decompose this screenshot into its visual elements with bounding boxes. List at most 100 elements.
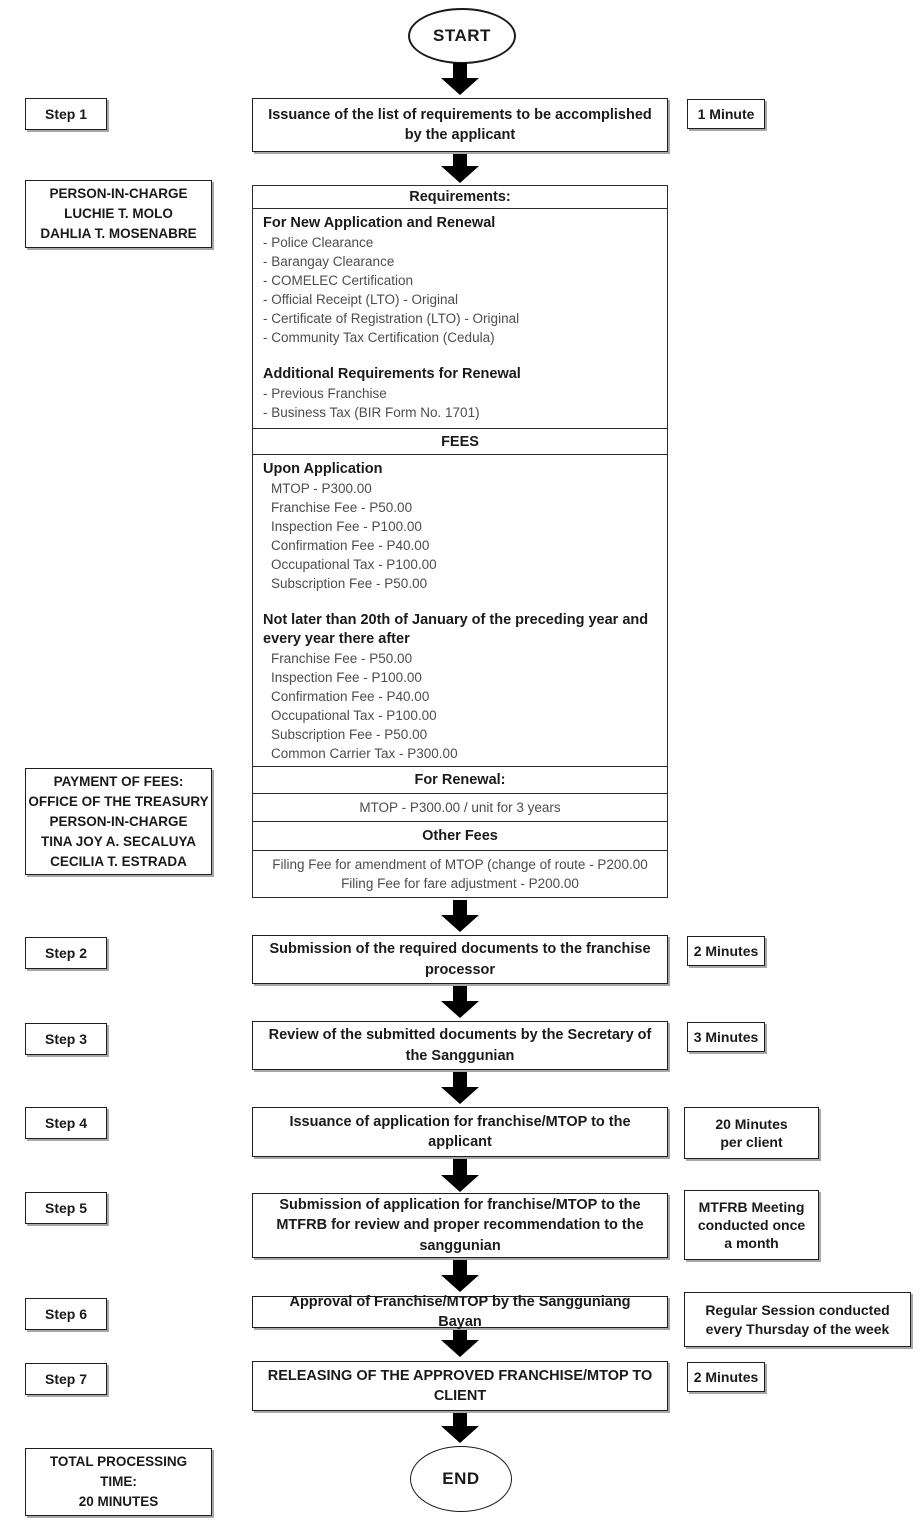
step-6-process-text: Approval of Franchise/MTOP by the Sanggu…	[289, 1293, 631, 1330]
list-item: - Police Clearance	[263, 235, 374, 250]
flow-arrow-icon	[440, 1260, 480, 1292]
list-item: - Official Receipt (LTO) - Original	[263, 292, 459, 307]
step-6-label-text: Step 6	[44, 1306, 87, 1322]
list-item: Occupational Tax - P100.00	[271, 557, 437, 572]
annual-fees-title: Not later than 20th of January of the pr…	[263, 612, 649, 647]
step-1-process-box: Issuance of the list of requirements to …	[252, 98, 668, 152]
step-5-time-text: MTFRB Meeting conducted once a month	[697, 1198, 806, 1252]
step-4-time-box: 20 Minutes per client	[684, 1107, 819, 1159]
list-item: - Previous Franchise	[263, 386, 387, 401]
other-fees-header-text: Other Fees	[422, 828, 498, 844]
payment-of-fees-panel: PAYMENT OF FEES: OFFICE OF THE TREASURY PE…	[25, 768, 212, 875]
for-renewal-header-text: For Renewal:	[414, 772, 506, 788]
list-item: PERSON-IN-CHARGE	[49, 813, 188, 829]
list-item: - Certificate of Registration (LTO) - Or…	[263, 311, 520, 326]
flow-arrow-icon	[440, 1328, 480, 1357]
list-item: TOTAL PROCESSING	[49, 1454, 188, 1469]
list-item: TINA JOY A. SECALUYA	[40, 833, 197, 849]
other-fees-header: Other Fees	[252, 821, 668, 851]
flow-arrow-icon	[440, 1071, 480, 1104]
for-renewal-value: MTOP - P300.00 / unit for 3 years	[359, 800, 561, 815]
new-application-title: For New Application and Renewal	[263, 215, 496, 231]
step-3-label-text: Step 3	[44, 1031, 87, 1047]
other-fees-body: Filing Fee for amendment of MTOP (change…	[252, 850, 668, 898]
step-5-label: Step 5	[25, 1192, 107, 1224]
step-1-time-box: 1 Minute	[687, 99, 765, 129]
requirements-header: Requirements:	[252, 185, 668, 209]
end-terminal: END	[410, 1446, 512, 1512]
requirements-body: For New Application and Renewal - Police…	[252, 208, 668, 429]
step-6-label: Step 6	[25, 1298, 107, 1330]
list-item: PERSON-IN-CHARGE	[49, 186, 188, 201]
list-item: - COMELEC Certification	[263, 273, 414, 288]
step-6-time-text: Regular Session conducted every Thursday…	[705, 1302, 890, 1337]
renewal-additional-list: - Previous Franchise - Business Tax (BIR …	[263, 384, 657, 422]
list-item: Filing Fee for amendment of MTOP (change…	[272, 857, 648, 872]
step-4-label-text: Step 4	[44, 1115, 87, 1131]
list-item: - Community Tax Certification (Cedula)	[263, 330, 495, 345]
list-item: Inspection Fee - P100.00	[271, 670, 422, 685]
step-2-process-text: Submission of the required documents to …	[269, 941, 651, 978]
step-5-label-text: Step 5	[44, 1200, 87, 1216]
list-item: Common Carrier Tax - P300.00	[271, 746, 458, 761]
fees-header-text: FEES	[441, 433, 479, 450]
list-item: Confirmation Fee - P40.00	[271, 689, 430, 704]
list-item: Occupational Tax - P100.00	[271, 708, 437, 723]
step-2-process-box: Submission of the required documents to …	[252, 935, 668, 984]
flow-arrow-icon	[440, 1412, 480, 1443]
step-1-time-text: 1 Minute	[697, 105, 755, 122]
list-item: PAYMENT OF FEES:	[53, 773, 184, 789]
list-item: Inspection Fee - P100.00	[271, 519, 422, 534]
step-3-label: Step 3	[25, 1023, 107, 1055]
list-item: - Business Tax (BIR Form No. 1701)	[263, 405, 480, 420]
step-2-time-box: 2 Minutes	[687, 936, 765, 966]
list-item: Franchise Fee - P50.00	[271, 651, 413, 666]
flow-arrow-icon	[440, 63, 480, 95]
list-item: Subscription Fee - P50.00	[271, 576, 428, 591]
list-item: DAHLIA T. MOSENABRE	[40, 226, 197, 241]
list-item: - Barangay Clearance	[263, 254, 395, 269]
list-item: LUCHIE T. MOLO	[64, 206, 173, 221]
step-7-label-text: Step 7	[44, 1371, 87, 1387]
step-4-time-text: 20 Minutes per client	[715, 1115, 788, 1150]
step-2-time-text: 2 Minutes	[693, 942, 759, 959]
step-1-label: Step 1	[25, 98, 107, 130]
step-6-process-box: Approval of Franchise/MTOP by the Sanggu…	[252, 1294, 668, 1330]
end-label: END	[442, 1469, 480, 1488]
step-5-time-box: MTFRB Meeting conducted once a month	[684, 1190, 819, 1260]
step-7-time-text: 2 Minutes	[693, 1368, 759, 1385]
list-item: Filing Fee for fare adjustment - P200.00	[341, 876, 579, 891]
start-label: START	[433, 26, 491, 45]
flow-arrow-icon	[440, 1159, 480, 1192]
step-2-label: Step 2	[25, 937, 107, 969]
fees-header: FEES	[252, 428, 668, 455]
upon-application-title: Upon Application	[263, 461, 383, 477]
list-item: Subscription Fee - P50.00	[271, 727, 428, 742]
step-1-process-text: Issuance of the list of requirements to …	[268, 106, 652, 143]
list-item: 20 MINUTES	[78, 1494, 159, 1509]
start-terminal: START	[408, 8, 516, 64]
step-3-time-text: 3 Minutes	[693, 1028, 759, 1045]
flow-arrow-icon	[440, 154, 480, 183]
step-1-label-text: Step 1	[44, 106, 87, 122]
step-7-label: Step 7	[25, 1363, 107, 1395]
step-2-label-text: Step 2	[44, 945, 87, 961]
step-4-process-box: Issuance of application for franchise/MT…	[252, 1107, 668, 1157]
renewal-additional-title: Additional Requirements for Renewal	[263, 366, 521, 382]
step-7-process-text: RELEASING OF THE APPROVED FRANCHISE/MTOP…	[267, 1367, 653, 1404]
step-3-process-text: Review of the submitted documents by the…	[268, 1027, 652, 1064]
person-in-charge-panel: PERSON-IN-CHARGE LUCHIE T. MOLO DAHLIA T. …	[25, 180, 212, 248]
step-3-process-box: Review of the submitted documents by the…	[252, 1021, 668, 1070]
step-5-process-text: Submission of application for franchise/…	[276, 1197, 644, 1254]
new-application-list: - Police Clearance - Barangay Clearance - …	[263, 233, 657, 347]
step-5-process-box: Submission of application for franchise/…	[252, 1193, 668, 1258]
requirements-header-text: Requirements:	[409, 189, 511, 205]
list-item: TIME:	[100, 1474, 137, 1489]
step-6-time-box: Regular Session conducted every Thursday…	[684, 1292, 911, 1347]
list-item: Franchise Fee - P50.00	[271, 500, 413, 515]
list-item: OFFICE OF THE TREASURY	[28, 793, 209, 809]
